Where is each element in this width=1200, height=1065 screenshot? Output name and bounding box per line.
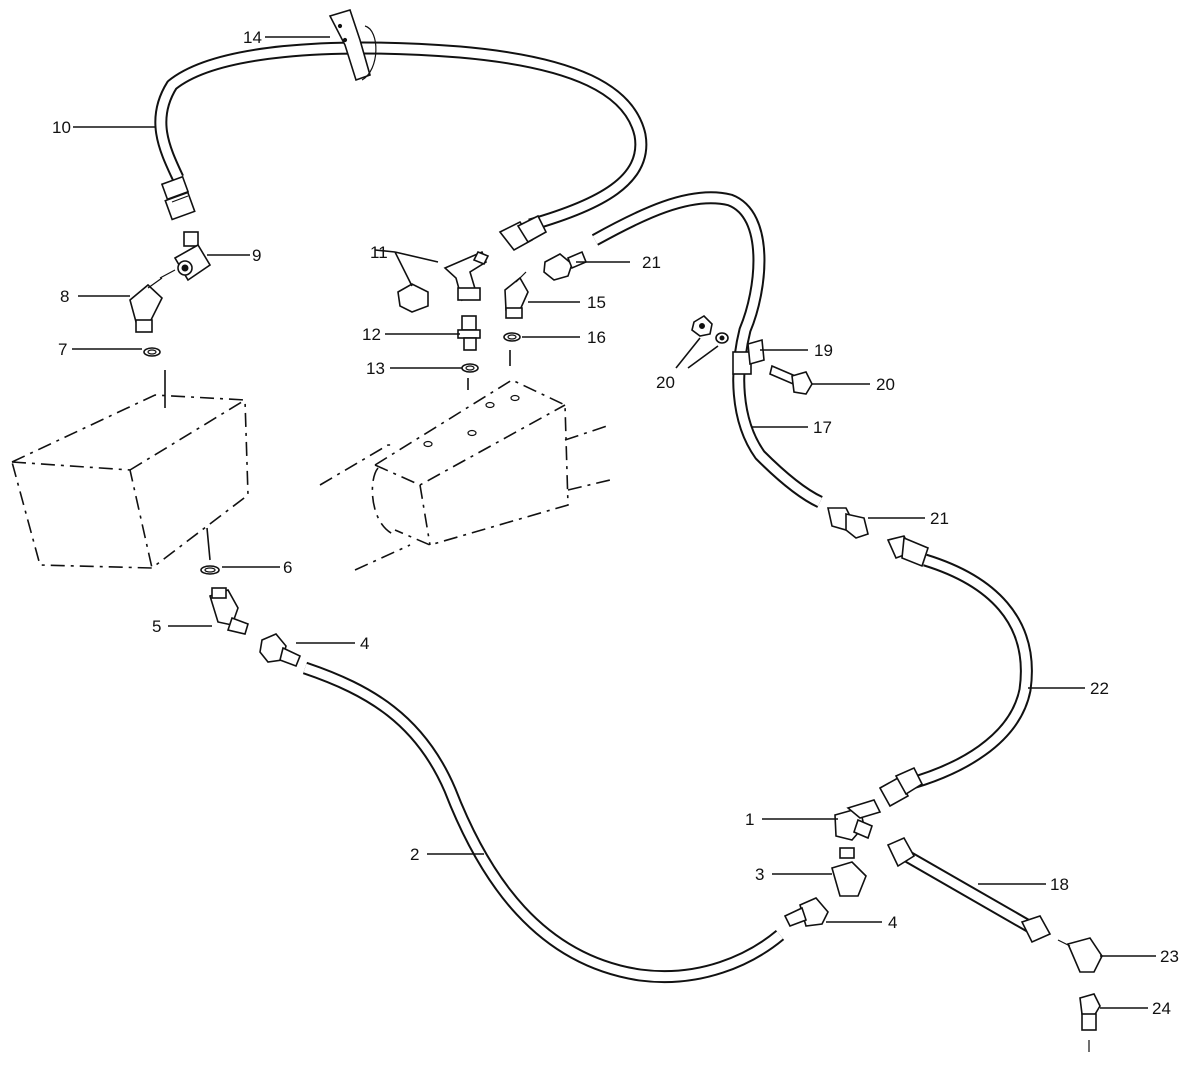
tube-16 [901,849,1036,934]
callout-6: 6 [283,558,292,577]
hose-end-fitting-10 [160,175,196,221]
o-ring-6 [200,565,220,575]
callout-24: 24 [1152,999,1171,1018]
callout-21-lower: 21 [930,509,949,528]
callout-4-upper: 4 [360,634,369,653]
cylinder-block [319,379,611,571]
elbow-fitting-23 [1057,937,1103,973]
elbow-fitting-5 [209,587,249,635]
callout-11: 11 [370,243,388,262]
tube-end-16-upper [886,836,916,868]
callout-4-lower: 4 [888,913,897,932]
tube-end-16-lower [1020,915,1052,944]
leader-lines [72,36,1156,1009]
o-ring-14 [503,332,521,342]
strap-18 [328,9,377,82]
elbow-fitting-8 [129,277,163,333]
callout-17: 17 [813,418,832,437]
bolt-20 [769,364,813,395]
callout-labels: 14 10 9 8 7 6 5 4 11 12 13 21 15 16 19 2… [52,28,1179,1018]
callout-21-upper: 21 [642,253,661,272]
o-ring-13 [461,363,479,373]
adapter-21-lower [827,507,869,539]
tee-fitting-11 [443,250,490,302]
hose-end-22-upper [886,535,929,568]
callout-16: 18 [1050,875,1069,894]
hose-10 [154,41,648,232]
nut-fitting-4-upper [259,633,302,668]
left-valve-block [11,394,249,569]
callout-5: 5 [152,617,161,636]
callout-1: 1 [745,810,754,829]
callout-19: 19 [814,341,833,360]
elbow-fitting-9 [159,231,212,282]
callout-15: 15 [587,293,606,312]
callout-10: 10 [52,118,71,137]
hose-nut-10-center [498,214,548,252]
nut-fitting-4-lower [783,897,829,928]
callout-7: 7 [58,340,67,359]
tube-2 [302,661,785,984]
washer-20 [715,332,729,344]
callout-9: 9 [252,246,261,265]
nipple-12 [457,315,481,351]
callout-18: 14 [243,28,262,47]
hose-end-22-lower [878,766,924,808]
cap-11 [397,283,429,313]
adapter-21-upper [543,250,588,281]
callout-20-right: 20 [876,375,895,394]
elbow-fitting-15 [504,271,529,319]
nut-20 [691,314,713,337]
callout-22: 22 [1090,679,1109,698]
callout-23: 23 [1160,947,1179,966]
callout-20-left: 20 [656,373,675,392]
callout-8: 8 [60,287,69,306]
elbow-fitting-3 [831,847,867,897]
callout-12: 12 [362,325,381,344]
callout-3: 3 [755,865,764,884]
callout-2: 2 [410,845,419,864]
elbow-fitting-1 [834,799,882,841]
clamp-19 [732,338,765,375]
tube-17 [591,191,823,508]
hose-22 [903,553,1033,792]
o-ring-7 [143,347,161,357]
callout-13: 13 [366,359,385,378]
callout-14: 16 [587,328,606,347]
fitting-24 [1079,993,1101,1052]
